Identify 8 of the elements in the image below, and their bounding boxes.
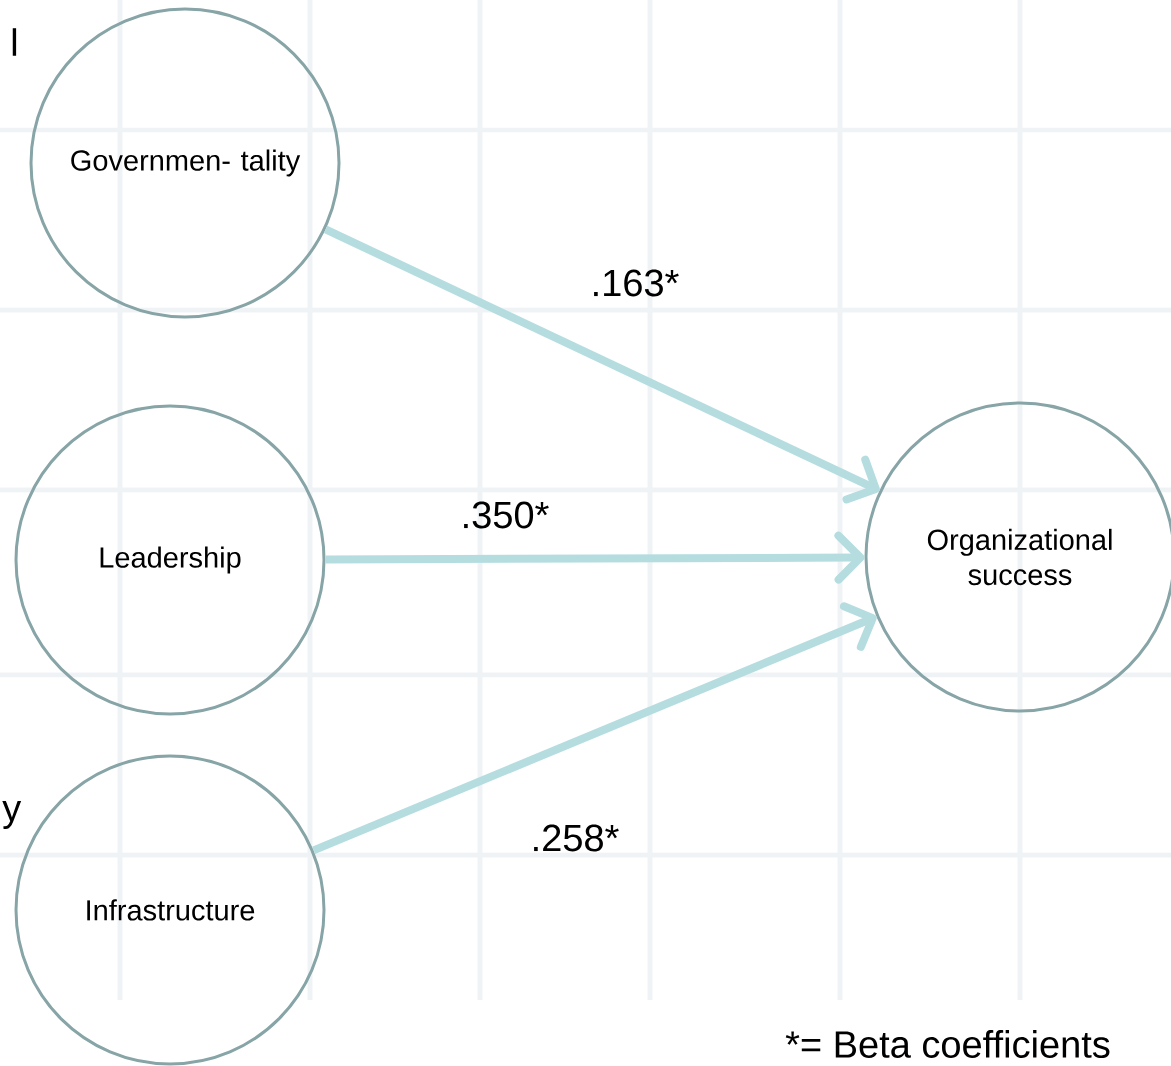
edge-label: .258* bbox=[534, 824, 619, 852]
text-label: *= Beta coefficients bbox=[785, 1030, 1110, 1058]
edge-label: .350* bbox=[464, 501, 549, 529]
arrow bbox=[323, 225, 880, 504]
circle-node: Leadership bbox=[14, 404, 326, 716]
edge-label: .163* bbox=[594, 269, 679, 297]
circle-node: Governmen- tality bbox=[29, 7, 341, 319]
arrow bbox=[312, 602, 877, 855]
